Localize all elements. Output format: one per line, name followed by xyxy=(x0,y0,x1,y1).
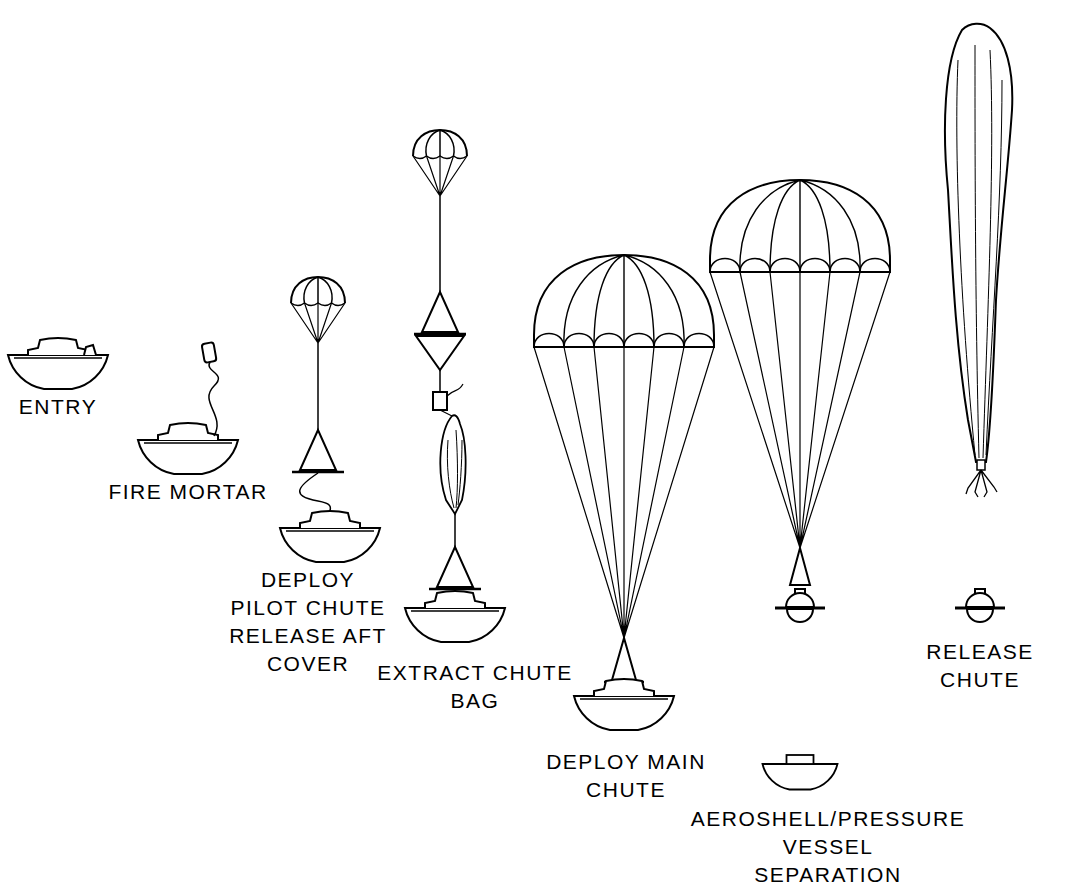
stage-label: ENTRY xyxy=(19,393,97,421)
pilot-riser xyxy=(439,196,441,292)
pilot-stage-probe xyxy=(280,511,380,562)
pressure-vessel xyxy=(775,589,825,622)
collapsed-chute-folds xyxy=(957,45,1002,458)
stage-label: AEROSHELL/PRESSURE VESSEL SEPARATION xyxy=(691,805,965,889)
mortar-probe xyxy=(138,423,238,474)
pilot-chute xyxy=(291,277,345,343)
main-chute xyxy=(710,180,890,272)
bag-line xyxy=(439,370,441,392)
packed-main-chute xyxy=(440,415,465,514)
chute-bag xyxy=(433,392,447,410)
label-line: FIRE MORTAR xyxy=(108,478,267,506)
stage-label: DEPLOY PILOT CHUTE RELEASE AFT COVER xyxy=(229,566,387,678)
mortar-lanyard xyxy=(209,362,219,436)
suspension-line xyxy=(534,347,714,638)
stage-label: DEPLOY MAIN CHUTE xyxy=(546,748,706,804)
label-line: BAG xyxy=(377,687,572,715)
collapsed-chute xyxy=(945,24,1012,462)
mortar-slug xyxy=(202,342,217,363)
main-stage-probe xyxy=(574,679,674,730)
main-riser xyxy=(454,514,456,547)
main-suspension-lines xyxy=(710,272,890,548)
label-line: ENTRY xyxy=(19,393,97,421)
stage-label: EXTRACT CHUTE BAG xyxy=(377,659,572,715)
bridle-line xyxy=(300,473,331,511)
label-line: RELEASE xyxy=(926,638,1033,666)
label-line: AEROSHELL/PRESSURE xyxy=(691,805,965,833)
extract-stage-probe xyxy=(405,591,505,642)
pilot-riser xyxy=(317,343,319,430)
suspension-line xyxy=(710,272,890,548)
aft-cover xyxy=(414,292,466,334)
aft-cover xyxy=(292,430,344,472)
stage-label: RELEASE CHUTE xyxy=(926,638,1033,694)
entry-probe xyxy=(8,338,108,389)
riser-fitting xyxy=(429,547,481,589)
label-line: CHUTE xyxy=(546,776,706,804)
label-line: PILOT CHUTE xyxy=(229,594,387,622)
mortar-tab xyxy=(84,345,96,355)
bag-tie xyxy=(447,384,463,396)
bag-line xyxy=(440,410,452,416)
label-line: EXTRACT CHUTE xyxy=(377,659,572,687)
aft-cover-lower xyxy=(416,336,464,370)
released-risers xyxy=(966,470,997,497)
pressure-vessel xyxy=(955,589,1005,622)
separated-aeroshell xyxy=(763,755,838,790)
released-fitting xyxy=(977,460,985,470)
pilot-chute xyxy=(413,130,467,196)
label-line: COVER xyxy=(229,650,387,678)
riser-fitting xyxy=(612,638,636,680)
label-line: SEPARATION xyxy=(691,861,965,889)
label-line: DEPLOY MAIN xyxy=(546,748,706,776)
stage-label: FIRE MORTAR xyxy=(108,478,267,506)
main-chute xyxy=(534,255,714,347)
label-line: CHUTE xyxy=(926,666,1033,694)
main-suspension-lines xyxy=(534,347,714,638)
label-line: RELEASE AFT xyxy=(229,622,387,650)
label-line: DEPLOY xyxy=(229,566,387,594)
packed-chute-folds xyxy=(447,430,462,508)
riser-fitting xyxy=(790,548,810,585)
label-line: VESSEL xyxy=(691,833,965,861)
